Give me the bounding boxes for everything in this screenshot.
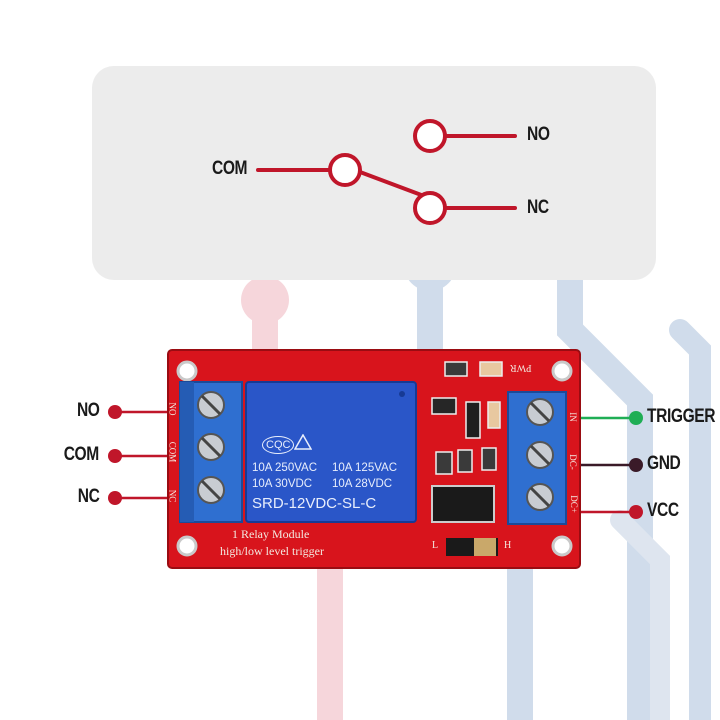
silk-in: IN [567, 412, 578, 422]
smd-components [431, 361, 503, 475]
relay-body [245, 381, 417, 523]
nc-pin-dot [108, 491, 122, 505]
no-pin-dot [108, 405, 122, 419]
pin-label-no: NO [76, 400, 99, 421]
silk-nc: NC [167, 489, 178, 503]
schematic-nc-label: NC [527, 197, 549, 218]
pin-label-trigger: TRIGGER [647, 406, 716, 427]
warning-triangle-icon [294, 434, 312, 450]
mounting-holes [176, 360, 573, 557]
optocoupler [431, 485, 495, 523]
silk-dc-minus: DC- [567, 454, 578, 470]
pin-label-com: COM [63, 444, 100, 465]
silk-com: COM [167, 441, 178, 463]
output-terminal-block [179, 381, 243, 523]
vcc-pin-dot [629, 505, 643, 519]
pin-label-vcc: VCC [647, 500, 679, 521]
relay-rating-4: 10A 28VDC [332, 478, 393, 490]
relay-module-board [167, 349, 581, 569]
silk-title-2: high/low level trigger [220, 544, 324, 558]
relay-cert-mark: CQC [262, 436, 295, 454]
silk-pwr: PWR [510, 362, 532, 373]
silk-jumper-h: H [504, 540, 512, 551]
input-terminal-block [507, 391, 567, 525]
silk-title-1: 1 Relay Module [232, 527, 310, 541]
schematic-com-label: COM [212, 158, 248, 179]
com-contact [328, 153, 362, 187]
relay-rating-2: 10A 125VAC [332, 462, 398, 474]
pin-label-gnd: GND [647, 453, 681, 474]
com-pin-dot [108, 449, 122, 463]
relay-model: SRD-12VDC-SL-C [252, 495, 377, 512]
nc-contact [413, 191, 447, 225]
switch-arm [358, 170, 426, 198]
trigger-pin-dot [629, 411, 643, 425]
relay-switch-schematic [256, 119, 517, 225]
silk-dc-plus: DC+ [568, 495, 579, 513]
schematic-panel [92, 66, 656, 280]
no-contact [413, 119, 447, 153]
relay-rating-1: 10A 250VAC [252, 462, 318, 474]
relay-rating-3: 10A 30VDC [252, 478, 313, 490]
gnd-pin-dot [629, 458, 643, 472]
schematic-no-label: NO [527, 124, 550, 145]
silk-no: NO [167, 402, 178, 416]
pin-label-nc: NC [77, 486, 99, 507]
silk-jumper-l: L [432, 540, 439, 551]
